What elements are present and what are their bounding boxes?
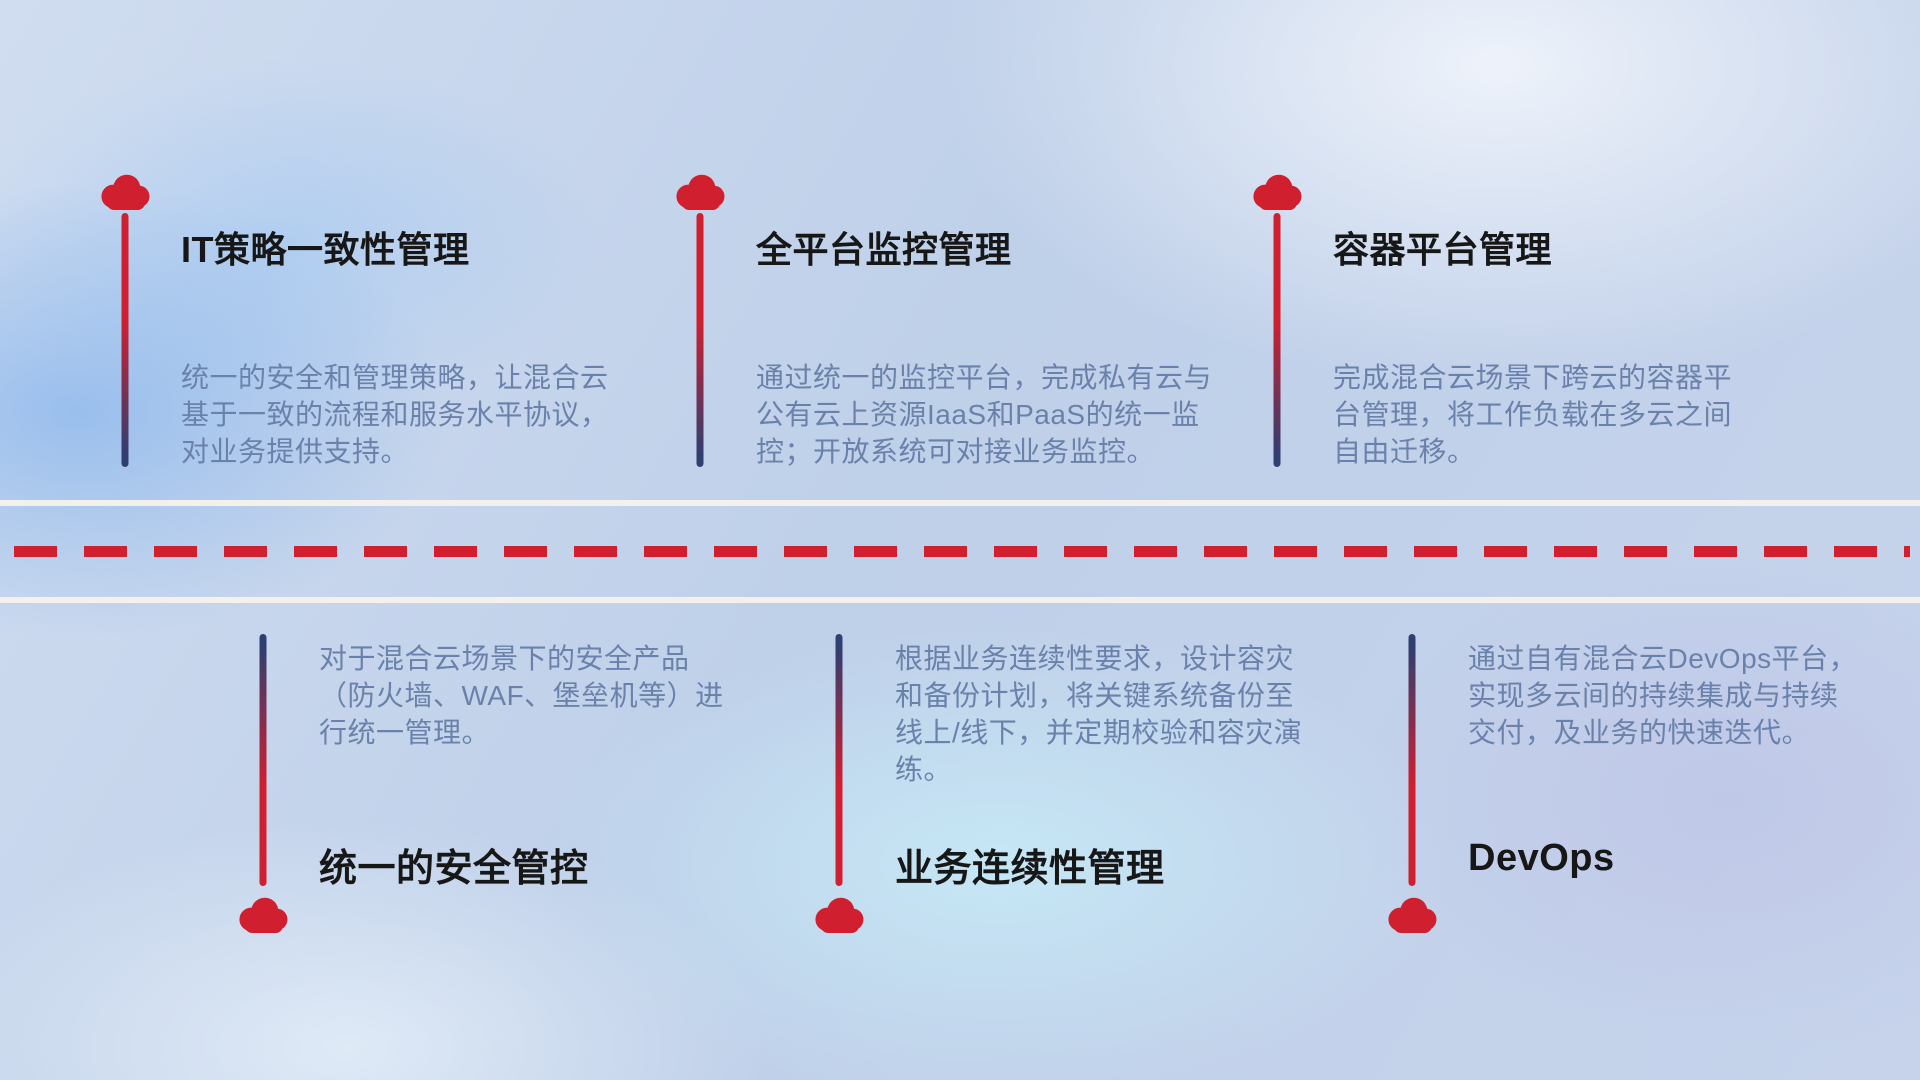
item-title: DevOps xyxy=(1468,837,1615,879)
item-description: 对于混合云场景下的安全产品（防火墙、WAF、堡垒机等）进行统一管理。 xyxy=(319,643,724,748)
cloud-icon xyxy=(96,171,154,211)
timeline-stem xyxy=(696,213,704,467)
cloud-icon xyxy=(1383,894,1441,934)
timeline-stem xyxy=(835,634,843,886)
timeline-stem xyxy=(1273,213,1281,467)
item-title: 统一的安全管控 xyxy=(319,848,589,890)
cloud-icon xyxy=(234,894,292,934)
dashed-red-line xyxy=(14,546,1910,557)
item-description: 根据业务连续性要求，设计容灾和备份计划，将关键系统备份至线上/线下，并定期校验和… xyxy=(895,643,1303,785)
item-title: 容器平台管理 xyxy=(1333,229,1553,270)
item-title: 业务连续性管理 xyxy=(895,848,1165,890)
divider-line-bottom xyxy=(0,597,1920,603)
cloud-icon xyxy=(671,171,729,211)
cloud-icon xyxy=(1248,171,1306,211)
item-title: 全平台监控管理 xyxy=(756,229,1012,270)
timeline-stem xyxy=(259,634,267,886)
cloud-icon xyxy=(810,894,868,934)
divider-line-top xyxy=(0,500,1920,506)
item-description: 通过统一的监控平台，完成私有云与公有云上资源IaaS和PaaS的统一监控；开放系… xyxy=(756,362,1213,467)
item-description: 统一的安全和管理策略，让混合云基于一致的流程和服务水平协议，对业务提供支持。 xyxy=(181,362,609,467)
timeline-stem xyxy=(1408,634,1416,886)
item-description: 完成混合云场景下跨云的容器平台管理，将工作负载在多云之间自由迁移。 xyxy=(1333,362,1733,467)
item-title: IT策略一致性管理 xyxy=(181,229,470,270)
timeline-stem xyxy=(121,213,129,467)
item-description: 通过自有混合云DevOps平台，实现多云间的持续集成与持续交付，及业务的快速迭代… xyxy=(1468,643,1858,748)
